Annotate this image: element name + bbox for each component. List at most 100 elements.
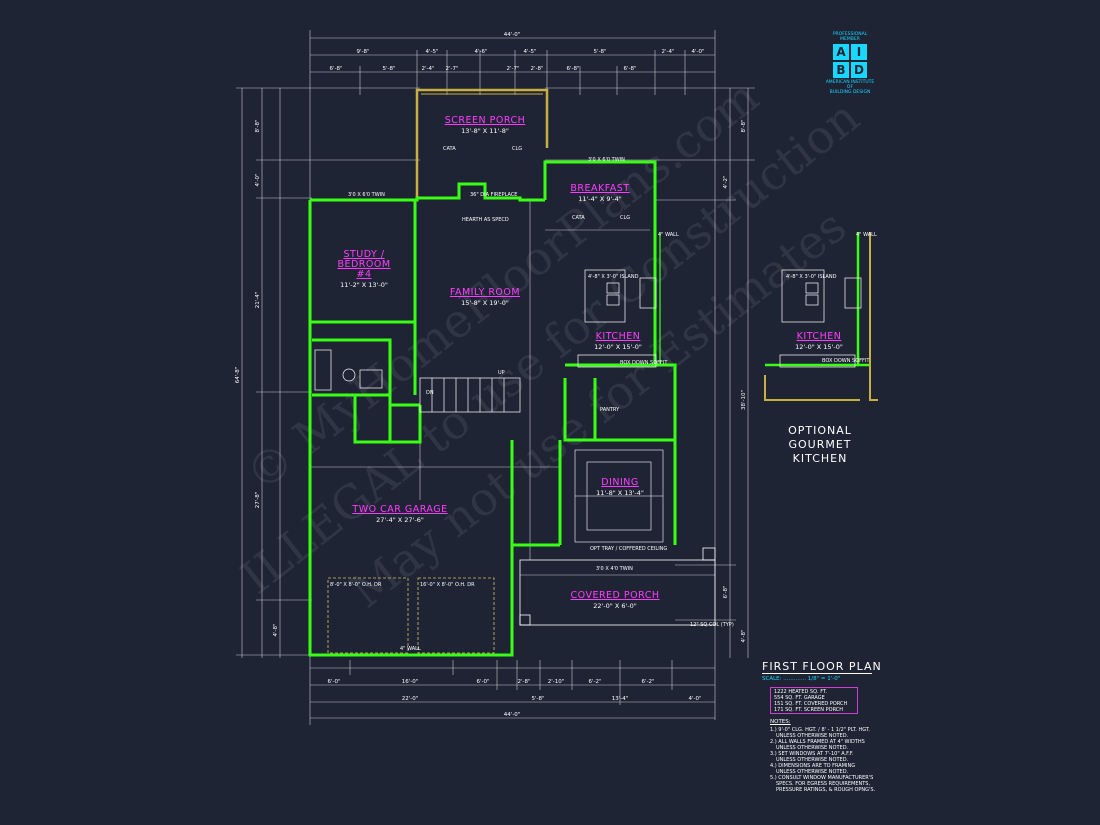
window-label: 3'0 X 6'0 TWIN	[588, 157, 625, 163]
dim-top-total: 44'-0"	[503, 32, 521, 38]
room-dims: 11'-2" X 13'-0"	[340, 281, 388, 289]
dim-top: 9'-8"	[356, 49, 370, 55]
room-dims: 11'-8" X 13'-4"	[596, 489, 644, 497]
dim-top: 4'-5"	[523, 49, 537, 55]
fireplace-label: 36" DIA FIREPLACE	[470, 192, 518, 198]
room-name: KITCHEN	[796, 331, 842, 342]
tray-ceiling-label: OPT TRAY / COFFERED CEILING	[590, 546, 668, 552]
wall-label: 4" WALL	[400, 646, 421, 652]
optional-kitchen-title: OPTIONAL GOURMET KITCHEN	[760, 424, 880, 466]
note-line: 3.) SET WINDOWS AT 7'-10" A.F.F.	[770, 751, 854, 757]
dim-bottom: 2'-8"	[517, 679, 531, 685]
screen-porch-walls	[415, 88, 549, 200]
dim-right: 4'-2"	[723, 175, 729, 189]
title-line: GOURMET KITCHEN	[788, 438, 852, 465]
dim-bottom: 6'-2"	[588, 679, 602, 685]
dim-top: 4'-5"	[425, 49, 439, 55]
dim-left: 4'-0"	[255, 173, 261, 187]
box-down-label: BOX DOWN SOFFIT	[620, 360, 668, 366]
room-name: KITCHEN	[595, 331, 641, 342]
room-dining: DINING 11'-8" X 13'-4"	[582, 478, 658, 498]
dim-top: 2'-4"	[421, 66, 435, 72]
dim-left: 8'-8"	[255, 119, 261, 133]
cata-label: CATA	[572, 215, 585, 221]
dim-top: 2'-7"	[506, 66, 520, 72]
dim-bottom: 13'-4"	[611, 696, 629, 702]
dim-top: 5'-8"	[593, 49, 607, 55]
notes-header: NOTES:	[770, 719, 791, 725]
dim-top: 2'-7"	[445, 66, 459, 72]
room-name: STUDY / BEDROOM #4	[337, 249, 391, 280]
room-dims: 13'-8" X 11'-8"	[461, 127, 509, 135]
optional-kitchen-drawing	[764, 232, 878, 401]
dim-bottom: 4'-0"	[688, 696, 702, 702]
note-line: 5.) CONSULT WINDOW MANUFACTURER'S	[770, 775, 874, 781]
stair-up-label: UP	[498, 370, 505, 376]
note-line: UNLESS OTHERWISE NOTED.	[776, 733, 849, 739]
logo-text: OF	[846, 85, 854, 90]
plan-scale: SCALE: ............. 1/8" = 1'-0"	[762, 676, 841, 682]
room-dims: 27'-4" X 27'-6"	[376, 516, 424, 524]
room-garage: TWO CAR GARAGE 27'-4" X 27'-6"	[345, 505, 455, 525]
logo-text: MEMBER	[840, 37, 860, 42]
logo-letter: B	[833, 62, 849, 78]
plan-title: FIRST FLOOR PLAN	[762, 660, 882, 673]
room-dims: 22'-0" X 6'-0"	[593, 602, 637, 610]
note-line: UNLESS OTHERWISE NOTED.	[776, 757, 849, 763]
room-kitchen: KITCHEN 12'-0" X 15'-0"	[580, 332, 656, 352]
room-study: STUDY / BEDROOM #4 11'-2" X 13'-0"	[330, 250, 398, 290]
dim-top: 6'-8"	[566, 66, 580, 72]
room-name: DINING	[601, 477, 639, 488]
dim-left: 4'-8"	[273, 623, 279, 637]
window-label: 3'0 X 4'0 TWIN	[596, 566, 633, 572]
room-name: BREAKFAST	[570, 183, 630, 194]
opt-island-label: 4'-8" X 3'-0" ISLAND	[786, 274, 837, 280]
stairs	[419, 377, 521, 413]
garage-doors	[327, 577, 495, 654]
logo-letter: I	[851, 44, 867, 60]
aibd-logo: PROFESSIONAL MEMBER A I B D AMERICAN INS…	[822, 32, 878, 95]
island-label: 4'-8" X 3'-0" ISLAND	[588, 274, 639, 280]
sqft-line: 151 SQ. FT. COVERED PORCH	[774, 701, 848, 707]
wall-label: 4" WALL	[658, 232, 679, 238]
note-line: 1.) 9'-0" CLG. HGT. / 8' - 1 1/2" PLT. H…	[770, 727, 870, 733]
sqft-line: 1222 HEATED SQ. FT.	[774, 689, 828, 695]
kitchen-fixtures	[314, 269, 657, 391]
title-line: OPTIONAL	[788, 424, 852, 437]
dim-bottom: 6'-0"	[476, 679, 490, 685]
window-label: 3'0 X 6'0 TWIN	[348, 192, 385, 198]
dim-bottom: 2'-10"	[547, 679, 565, 685]
room-dims: 11'-4" X 9'-4"	[578, 195, 622, 203]
dim-bottom: 6'-0"	[327, 679, 341, 685]
dimension-lines	[236, 30, 755, 725]
garage-door-label: 16'-0" X 8'-0" O.H. DR	[420, 582, 475, 588]
logo-text: PROFESSIONAL	[832, 32, 868, 37]
dim-left: 21'-4"	[255, 291, 261, 309]
dim-top: 6'-8"	[329, 66, 343, 72]
note-line: SPECS. FOR EGRESS REQUIREMENTS,	[776, 781, 871, 787]
clg-label: CLG	[512, 146, 523, 152]
dim-top: 4'-0"	[691, 49, 705, 55]
note-line: UNLESS OTHERWISE NOTED.	[776, 745, 849, 751]
room-dims: 15'-8" X 19'-0"	[461, 299, 509, 307]
stair-dn-label: DN	[426, 390, 434, 396]
logo-text: AMERICAN INSTITUTE	[825, 80, 875, 85]
hearth-label: HEARTH AS SPECD	[462, 217, 509, 223]
dim-top: 4'-6"	[474, 49, 488, 55]
dim-left: 27'-8"	[255, 491, 261, 509]
dim-top: 5'-8"	[382, 66, 396, 72]
column-label: 12" SQ COL (TYP)	[690, 622, 734, 628]
room-optional-kitchen: KITCHEN 12'-0" X 15'-0"	[785, 332, 853, 352]
pantry-label: PANTRY	[600, 407, 620, 413]
dim-right: 8'-8"	[741, 119, 747, 133]
logo-letter: A	[833, 44, 849, 60]
dim-bottom: 16'-0"	[401, 679, 419, 685]
logo-text: BUILDING DESIGN	[829, 90, 871, 95]
room-name: SCREEN PORCH	[444, 115, 526, 126]
room-name: FAMILY ROOM	[449, 287, 521, 298]
dim-top: 6'-8"	[623, 66, 637, 72]
sqft-line: 171 SQ. FT. SCREEN PORCH	[774, 707, 844, 713]
dim-bottom: 5'-8"	[531, 696, 545, 702]
dim-top: 2'-8"	[530, 66, 544, 72]
